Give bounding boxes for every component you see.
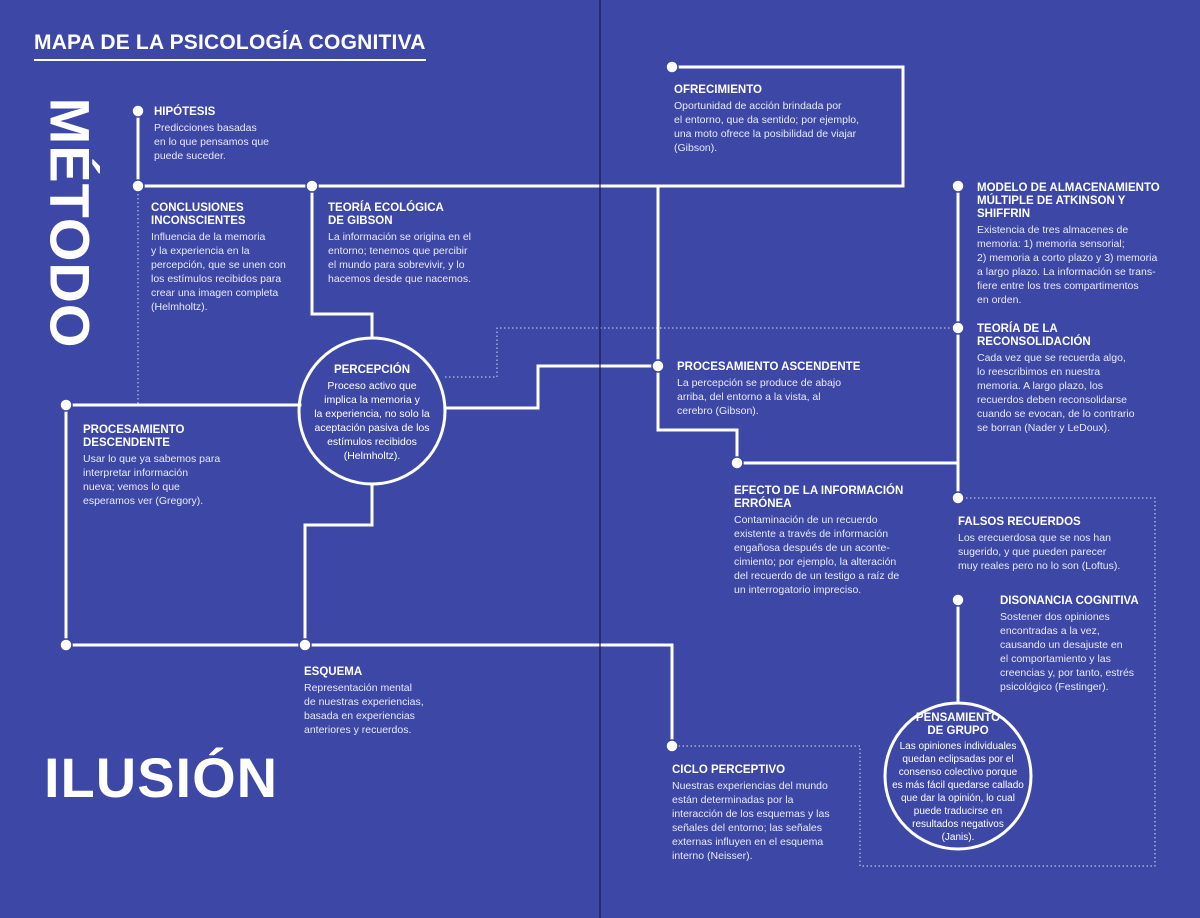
page-title: MAPA DE LA PSICOLOGÍA COGNITIVA <box>34 31 426 61</box>
node-ascendente: PROCESAMIENTO ASCENDENTE La percepción s… <box>677 361 877 418</box>
node-erronea: EFECTO DE LA INFORMACIÓN ERRÓNEA Contami… <box>734 485 939 597</box>
solid-connectors <box>64 65 960 748</box>
section-metodo: MÉTODO <box>38 97 102 348</box>
node-erronea-desc: Contaminación de un recuerdo existente a… <box>734 514 900 596</box>
node-esquema: ESQUEMA Representación mental de nuestra… <box>304 666 474 737</box>
node-gibson: TEORÍA ECOLÓGICA DE GIBSON La informació… <box>328 202 508 286</box>
node-ascendente-title: PROCESAMIENTO ASCENDENTE <box>677 361 861 373</box>
node-percepcion-desc: Proceso activo que implica la memoria y … <box>314 380 430 462</box>
node-falsos-desc: Los erecuerdosa que se nos han sugerido,… <box>958 532 1121 572</box>
node-esquema-desc: Representación mental de nuestras experi… <box>304 682 424 736</box>
node-ofrecimiento-desc: Oportunidad de acción brindada por el en… <box>674 100 860 154</box>
grupo-circle <box>883 701 1033 851</box>
node-gibson-desc: La información se origina en el entorno;… <box>328 231 472 285</box>
dot-corner-left <box>59 638 73 652</box>
node-reconsolidacion-title: TEORÍA DE LA RECONSOLIDACIÓN <box>977 323 1091 348</box>
node-percepcion: PERCEPCIÓN Proceso activo que implica la… <box>309 364 435 463</box>
node-descendente: PROCESAMIENTO DESCENDENTE Usar lo que ya… <box>83 424 243 508</box>
dot-ofrecimiento <box>665 60 679 74</box>
dot-conclusiones <box>131 179 145 193</box>
line-percepcion-down <box>303 482 374 647</box>
node-disonancia: DISONANCIA COGNITIVA Sostener dos opinio… <box>1000 595 1150 694</box>
dot-esquema <box>298 638 312 652</box>
node-erronea-title: EFECTO DE LA INFORMACIÓN ERRÓNEA <box>734 485 904 510</box>
node-disonancia-title: DISONANCIA COGNITIVA <box>1000 595 1139 607</box>
node-gibson-title: TEORÍA ECOLÓGICA DE GIBSON <box>328 202 444 227</box>
line-descendente-down <box>64 403 674 748</box>
node-hipotesis-desc: Predicciones basadas en lo que pensamos … <box>154 122 270 162</box>
node-disonancia-desc: Sostener dos opiniones encontradas a la … <box>1000 611 1135 693</box>
node-falsos: FALSOS RECUERDOS Los erecuerdosa que se … <box>958 516 1148 573</box>
line-ascendente <box>443 364 660 410</box>
node-falsos-title: FALSOS RECUERDOS <box>958 516 1081 528</box>
dot-gibson <box>305 179 319 193</box>
node-grupo-title: PENSAMIENTO DE GRUPO <box>915 712 1001 737</box>
line-ofrecimiento-down <box>656 184 960 465</box>
node-hipotesis: HIPÓTESIS Predicciones basadas en lo que… <box>154 106 304 163</box>
node-conclusiones-desc: Influencia de la memoria y la experienci… <box>151 231 286 313</box>
dot-reconsolidacion <box>951 321 965 335</box>
node-conclusiones: CONCLUSIONES INCONSCIENTES Influencia de… <box>151 202 301 314</box>
dot-hipotesis <box>131 104 145 118</box>
node-atkinson: MODELO DE ALMACENAMIENTO MÚLTIPLE DE ATK… <box>977 182 1177 307</box>
node-reconsolidacion-desc: Cada vez que se recuerda algo, lo reescr… <box>977 352 1135 434</box>
node-ciclo-title: CICLO PERCEPTIVO <box>672 764 786 776</box>
section-metodo-label: MÉTODO <box>38 97 102 348</box>
node-conclusiones-title: CONCLUSIONES INCONSCIENTES <box>151 202 246 227</box>
page-fold <box>599 0 601 918</box>
connection-dots <box>59 60 965 753</box>
percepcion-circle <box>297 336 447 486</box>
dot-descendente <box>59 398 73 412</box>
dot-falsos <box>951 491 965 505</box>
dotted-connectors <box>137 186 1156 867</box>
node-hipotesis-title: HIPÓTESIS <box>154 106 216 118</box>
dotted-connector-reconsolidacion <box>445 327 958 378</box>
section-ilusion: ILUSIÓN <box>44 746 279 809</box>
node-ofrecimiento: OFRECIMIENTO Oportunidad de acción brind… <box>674 84 884 155</box>
line-top-bar-right <box>310 65 905 188</box>
node-atkinson-desc: Existencia de tres almacenes de memoria:… <box>977 224 1158 306</box>
node-atkinson-title: MODELO DE ALMACENAMIENTO MÚLTIPLE DE ATK… <box>977 182 1160 220</box>
node-descendente-title: PROCESAMIENTO DESCENDENTE <box>83 424 185 449</box>
node-percepcion-title: PERCEPCIÓN <box>333 364 411 376</box>
dot-ciclo <box>665 739 679 753</box>
dot-atkinson <box>951 179 965 193</box>
node-grupo-desc: Las opiniones individuales quedan eclips… <box>892 741 1024 843</box>
node-descendente-desc: Usar lo que ya sabemos para interpretar … <box>83 453 221 507</box>
dot-disonancia <box>951 593 965 607</box>
node-esquema-title: ESQUEMA <box>304 666 363 678</box>
node-ofrecimiento-title: OFRECIMIENTO <box>674 84 762 96</box>
node-ciclo: CICLO PERCEPTIVO Nuestras experiencias d… <box>672 764 852 863</box>
node-ascendente-desc: La percepción se produce de abajo arriba… <box>677 377 842 417</box>
node-reconsolidacion: TEORÍA DE LA RECONSOLIDACIÓN Cada vez qu… <box>977 323 1177 435</box>
dot-erronea <box>730 456 744 470</box>
dot-ascendente <box>651 359 665 373</box>
node-grupo: PENSAMIENTO DE GRUPO Las opiniones indiv… <box>892 712 1024 844</box>
dotted-connector-falsos <box>672 497 1156 867</box>
line-top-bar <box>136 184 374 340</box>
node-ciclo-desc: Nuestras experiencias del mundo están de… <box>672 780 830 862</box>
